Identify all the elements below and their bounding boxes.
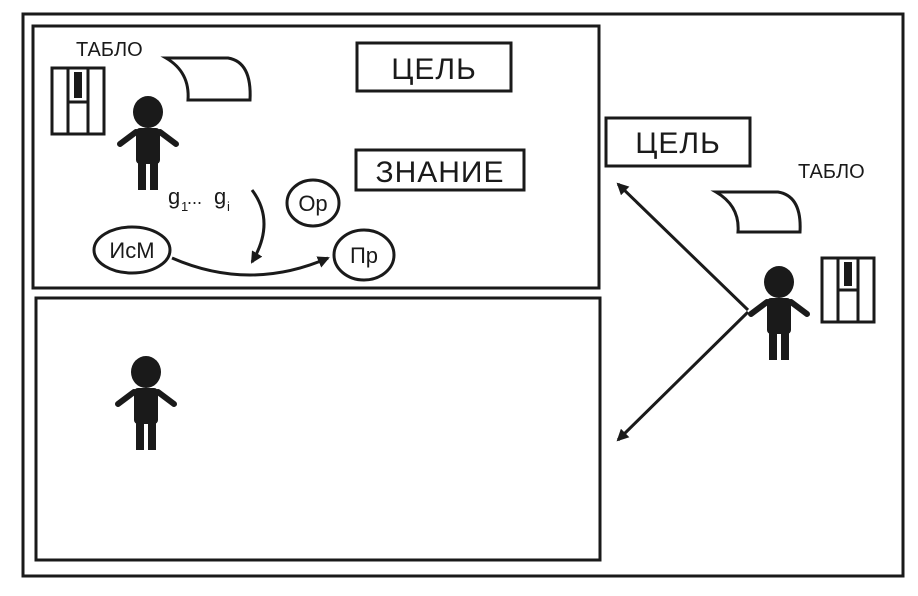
outer-frame [21, 12, 905, 578]
op-node [285, 178, 341, 228]
knowledge-box-label: ЗНАНИЕ [375, 156, 504, 189]
knowledge-box-frame [354, 148, 526, 192]
arrow-to-lower-room [616, 310, 750, 442]
right-goal-box-frame [604, 116, 752, 168]
subgoal-index-last: i [227, 199, 230, 214]
ism-node-label: ИсМ [109, 238, 154, 263]
upper-room [31, 24, 601, 290]
pr-node [332, 228, 396, 282]
right-tablo-label: ТАБЛО [798, 161, 865, 183]
control-unit-icon [50, 66, 106, 136]
right-goal-box-label: ЦЕЛЬ [635, 127, 721, 160]
lower-room [34, 296, 602, 562]
person-icon [117, 96, 179, 190]
subgoal-separator: ... [187, 188, 202, 208]
person-icon [748, 266, 810, 360]
subgoal-index-first: 1 [181, 199, 188, 214]
upper-tablo-label: ТАБЛО [76, 39, 143, 61]
subgoals-label: g 1 ... g i [168, 184, 230, 214]
display-panel-icon [160, 56, 252, 102]
ism-node [92, 225, 172, 275]
goal-box-frame [355, 41, 513, 93]
ism-to-pr-arrow [171, 256, 330, 277]
subgoal-g-last: g [214, 184, 226, 209]
control-unit-icon [820, 256, 876, 324]
arrow-to-upper-room [616, 182, 750, 312]
pr-node-label: Пр [350, 243, 378, 268]
subgoals-arrow [250, 189, 266, 264]
person-icon [115, 356, 177, 450]
op-node-label: Op [298, 191, 327, 216]
goal-box-label: ЦЕЛЬ [391, 53, 477, 86]
display-panel-icon [710, 190, 802, 234]
subgoal-g-first: g [168, 184, 180, 209]
